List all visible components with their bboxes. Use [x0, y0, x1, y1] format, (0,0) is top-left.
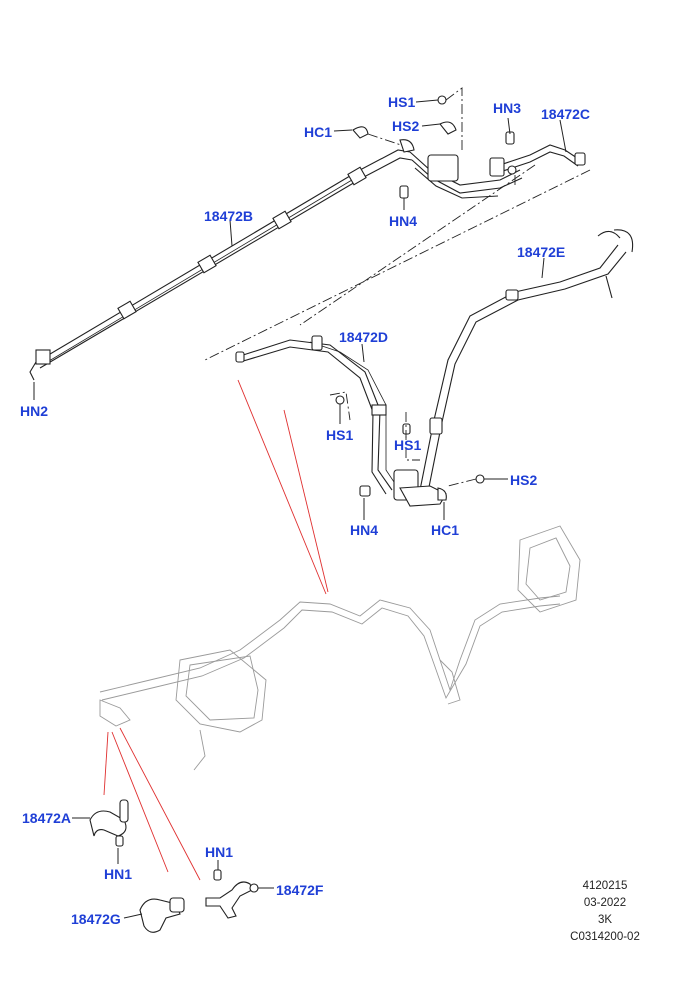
vehicle-assembly-ghost [99, 525, 581, 771]
fasteners-mid [329, 391, 485, 501]
callout-hn2: HN2 [20, 403, 49, 419]
meta-line-2: 03-2022 [583, 897, 627, 909]
callout-hs2-mid: HS2 [510, 472, 538, 488]
fasteners-top [352, 87, 515, 199]
callout-hs1-mid: HS1 [394, 437, 422, 453]
guide-lines [204, 164, 591, 361]
callout-18472e: 18472E [517, 244, 566, 260]
pipe-18472c [409, 144, 586, 199]
callout-hn3: HN3 [493, 100, 522, 116]
callout-hs1-top: HS1 [388, 94, 416, 110]
callout-18472a: 18472A [22, 810, 72, 826]
pipe-18472b [29, 149, 413, 381]
part-18472f [205, 869, 259, 919]
callout-hn4-top: HN4 [389, 213, 418, 229]
meta-line-3: 3K [597, 914, 613, 926]
callout-18472c: 18472C [541, 106, 591, 122]
pipe-18472e [399, 229, 634, 507]
callout-18472d: 18472D [339, 329, 389, 345]
label-leaders [33, 99, 567, 919]
meta-line-1: 4120215 [582, 880, 628, 892]
callout-hn4-mid: HN4 [350, 522, 379, 538]
callout-18472b: 18472B [204, 208, 254, 224]
callout-hc1-mid: HC1 [431, 522, 460, 538]
callout-hs1-mid-left: HS1 [326, 427, 354, 443]
callout-hn1-left: HN1 [104, 866, 133, 882]
part-18472g [139, 897, 185, 933]
callout-hn1-right: HN1 [205, 844, 234, 860]
callout-18472f: 18472F [276, 882, 324, 898]
red-leaders [103, 379, 329, 881]
meta-line-4: C0314200-02 [570, 931, 640, 943]
part-18472a [89, 799, 129, 847]
callout-hs2-top: HS2 [392, 118, 420, 134]
callout-hc1-top: HC1 [304, 124, 333, 140]
pipe-18472d [235, 335, 419, 501]
callout-18472g: 18472G [71, 911, 121, 927]
